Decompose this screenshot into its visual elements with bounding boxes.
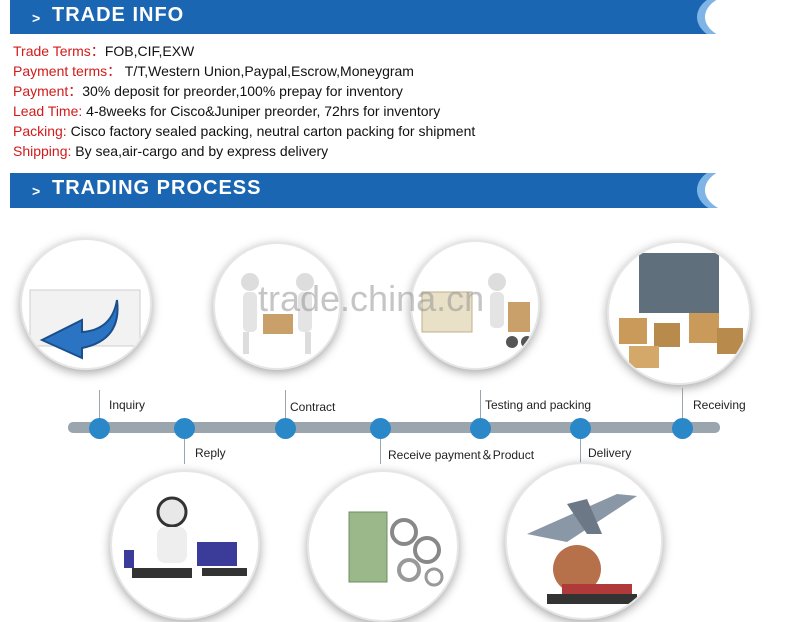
chevron-right-icon: > — [32, 183, 41, 199]
reply-image — [110, 470, 260, 620]
watermark: trade.china.cn — [258, 278, 485, 319]
payment-product-image — [307, 470, 459, 622]
step-dot-contract — [275, 418, 296, 439]
info-row-packing: Packing: Cisco factory sealed packing, n… — [13, 123, 476, 139]
step-dot-inquiry — [89, 418, 110, 439]
info-row-payment: Payment：30% deposit for preorder,100% pr… — [13, 83, 403, 99]
stem — [380, 436, 381, 464]
step-dot-reply — [174, 418, 195, 439]
receiving-image — [607, 241, 751, 385]
stem — [184, 436, 185, 464]
step-dot-testing — [470, 418, 491, 439]
step-label-reply: Reply — [195, 446, 226, 460]
info-row-trade-terms: Trade Terms：FOB,CIF,EXW — [13, 43, 195, 59]
step-label-payment: Receive payment＆Product — [388, 448, 535, 462]
process-timeline — [68, 422, 720, 433]
step-label-testing: Testing and packing — [485, 398, 592, 412]
testing-packing-image — [410, 240, 540, 370]
banner-decoration — [705, 173, 755, 208]
stem — [285, 390, 286, 420]
trading-process-banner: > TRADING PROCESS — [10, 173, 755, 208]
trade-info-list: Trade Terms：FOB,CIF,EXW Payment terms： T… — [13, 41, 475, 161]
step-label-contract: Contract — [290, 400, 336, 414]
contract-image — [213, 242, 341, 370]
stem — [480, 390, 481, 420]
step-label-delivery: Delivery — [588, 446, 632, 460]
stem — [99, 390, 100, 420]
step-dot-payment — [370, 418, 391, 439]
stem — [682, 388, 683, 420]
chevron-right-icon: > — [32, 10, 41, 26]
info-row-lead-time: Lead Time: 4-8weeks for Cisco&Juniper pr… — [13, 103, 441, 119]
step-label-receiving: Receiving — [693, 398, 746, 412]
info-row-payment-terms: Payment terms： T/T,Western Union,Paypal,… — [13, 63, 414, 79]
delivery-image — [505, 462, 663, 620]
info-row-shipping: Shipping: By sea,air-cargo and by expres… — [13, 143, 329, 159]
step-dot-receiving — [672, 418, 693, 439]
step-dot-delivery — [570, 418, 591, 439]
trade-info-banner: > TRADE INFO — [10, 0, 755, 34]
inquiry-image — [20, 238, 152, 370]
stem — [580, 436, 581, 464]
banner-decoration — [705, 0, 755, 34]
section-title: TRADE INFO — [52, 4, 185, 26]
step-label-inquiry: Inquiry — [109, 398, 146, 412]
section-title: TRADING PROCESS — [52, 177, 262, 199]
